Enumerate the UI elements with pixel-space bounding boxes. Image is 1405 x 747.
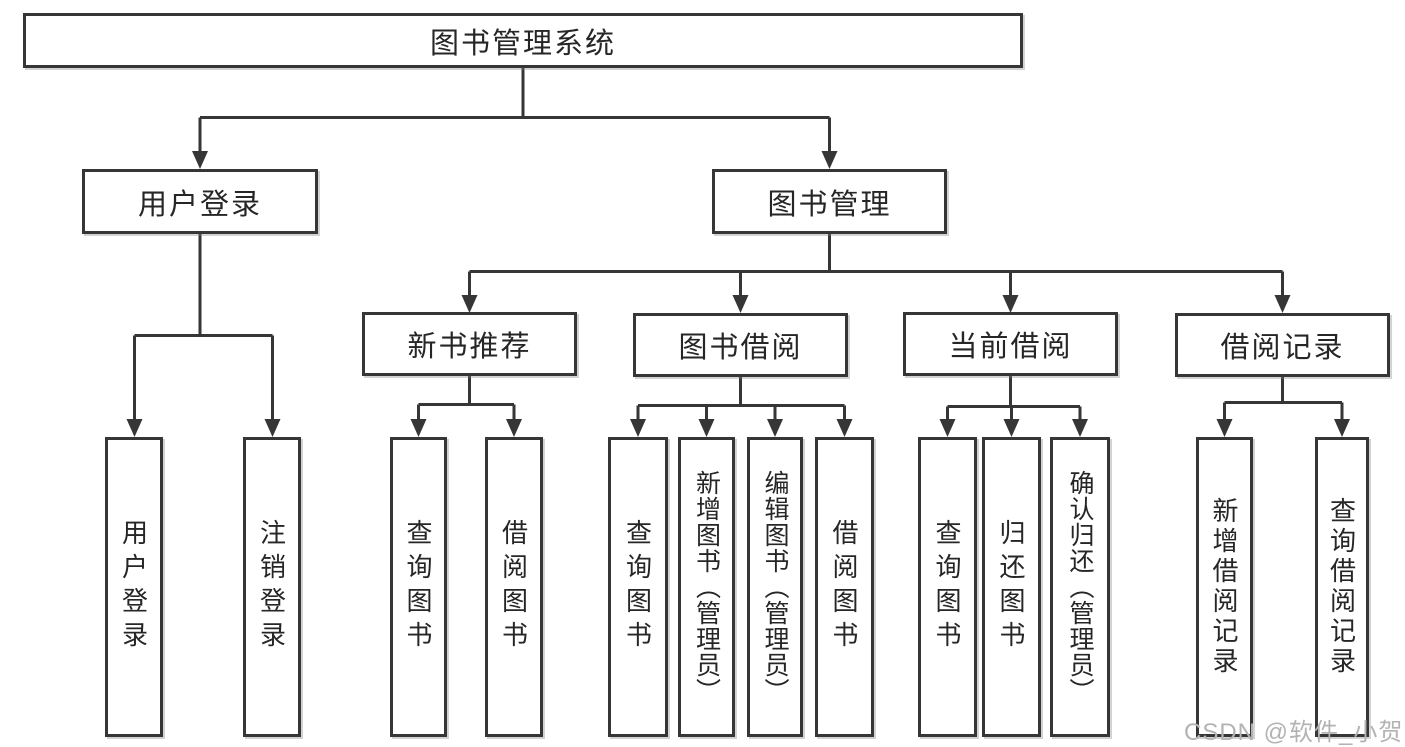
leaf-query-books-recommend: 查询图书 bbox=[390, 437, 447, 737]
node-book-borrowing: 图书借阅 bbox=[633, 313, 848, 377]
leaf-borrow-books-recommend: 借阅图书 bbox=[485, 437, 543, 737]
leaf-edit-books-admin: 编辑图书（管理员） bbox=[747, 437, 803, 737]
leaf-confirm-return-admin: 确认归还（管理员） bbox=[1050, 437, 1110, 737]
arrowheads bbox=[126, 151, 1350, 437]
leaf-return-books: 归还图书 bbox=[982, 437, 1041, 737]
node-root-library-management-system: 图书管理系统 bbox=[23, 13, 1023, 68]
leaf-add-borrow-record: 新增借阅记录 bbox=[1196, 437, 1253, 737]
node-new-book-recommendation: 新书推荐 bbox=[362, 312, 577, 376]
node-book-management: 图书管理 bbox=[712, 169, 947, 234]
node-current-borrowing: 当前借阅 bbox=[903, 312, 1118, 376]
leaf-query-books-borrowing: 查询图书 bbox=[608, 437, 668, 737]
leaf-query-books-current: 查询图书 bbox=[918, 437, 977, 737]
leaf-logout: 注销登录 bbox=[243, 437, 301, 737]
leaf-query-borrow-record: 查询借阅记录 bbox=[1315, 437, 1369, 737]
node-user-login: 用户登录 bbox=[82, 169, 318, 234]
csdn-watermark: CSDN @软件_小贺同学 bbox=[1184, 719, 1405, 746]
leaf-borrow-books-borrowing: 借阅图书 bbox=[815, 437, 874, 737]
node-borrowing-records: 借阅记录 bbox=[1175, 313, 1390, 377]
leaf-add-books-admin: 新增图书（管理员） bbox=[678, 437, 735, 737]
leaf-user-login: 用户登录 bbox=[105, 437, 163, 737]
